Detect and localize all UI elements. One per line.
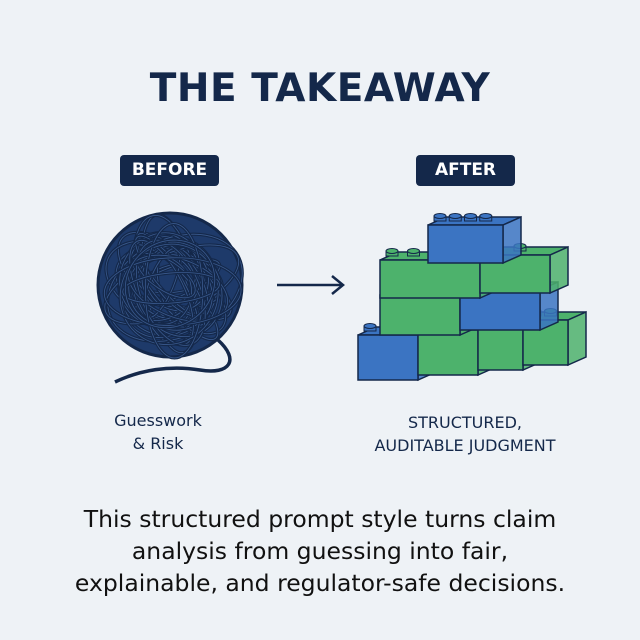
after-caption: STRUCTURED, AUDITABLE JUDGMENT [345,411,585,457]
after-caption-line2: AUDITABLE JUDGMENT [374,436,556,455]
before-caption-line1: Guesswork [114,411,202,430]
after-caption-line1: STRUCTURED, [407,413,523,432]
before-caption: Guesswork & Risk [88,409,228,455]
page-title: THE TAKEAWAY [149,66,491,111]
after-badge: AFTER [416,155,515,186]
summary-line1: This structured prompt style turns claim [83,505,557,533]
before-badge: BEFORE [120,155,219,186]
arrow-right-icon [277,275,345,295]
tangled-yarn-ball-icon [96,211,244,384]
summary-text: This structured prompt style turns claim… [0,503,640,599]
summary-line2: analysis from guessing into fair, [131,537,509,565]
before-caption-line2: & Risk [132,434,184,453]
stacked-bricks-icon [357,213,587,382]
summary-line3: explainable, and regulator-safe decision… [74,569,566,597]
